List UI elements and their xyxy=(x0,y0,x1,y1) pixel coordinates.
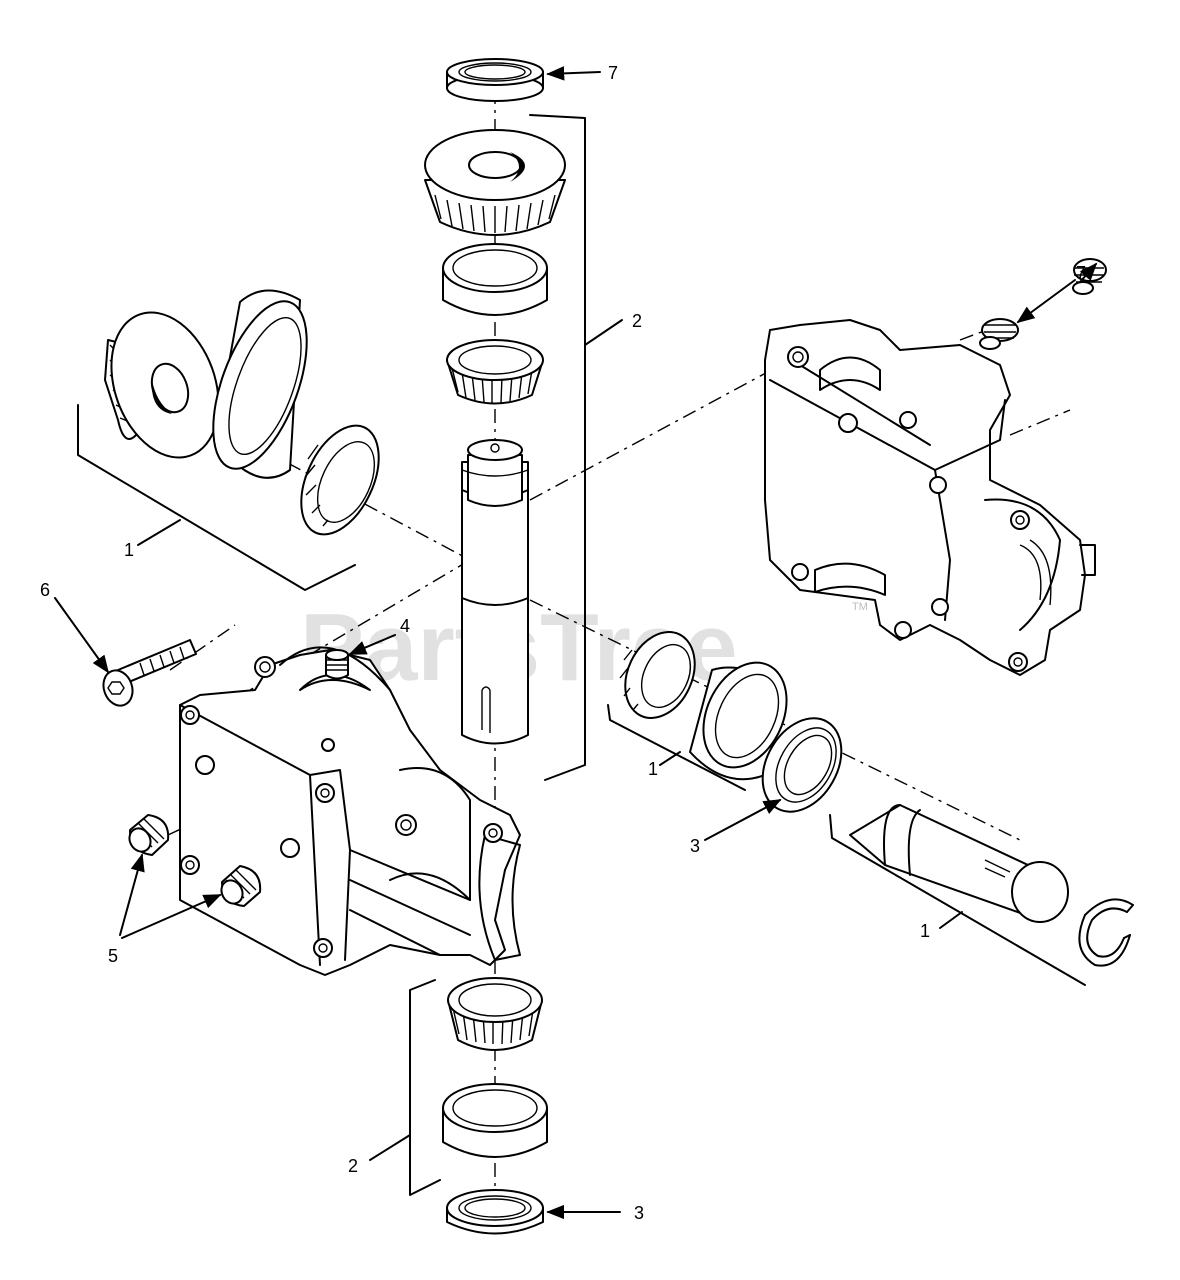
callout-7-right: 7 xyxy=(1076,263,1086,283)
top-bevel-gear xyxy=(424,129,566,236)
bottom-tapered-bearing xyxy=(447,977,543,1051)
callout-6: 6 xyxy=(40,580,50,600)
callout-5: 5 xyxy=(108,946,118,966)
left-tapered-bearing xyxy=(300,424,380,536)
callout-2-lower: 2 xyxy=(348,1156,358,1176)
retaining-ring xyxy=(1078,898,1134,967)
left-bevel-gear xyxy=(104,311,220,459)
mid-tapered-bearing xyxy=(619,631,696,719)
callout-1-right: 1 xyxy=(920,921,930,941)
callout-1-mid: 1 xyxy=(648,759,658,779)
pipe-plugs-5 xyxy=(128,814,262,907)
callout-1-left: 1 xyxy=(124,540,134,560)
vertical-shaft xyxy=(461,439,529,745)
right-housing xyxy=(764,319,1096,676)
bottom-spacer-ring xyxy=(442,1083,548,1158)
callout-3-bottom: 3 xyxy=(634,1203,644,1223)
left-housing xyxy=(179,646,521,976)
callout-4: 4 xyxy=(400,616,410,636)
mid-bearing-cup xyxy=(689,661,788,781)
top-spacer-ring xyxy=(442,243,548,316)
callout-labels: 7 2 7 1 6 4 1 3 5 1 2 3 xyxy=(40,63,1086,1223)
callout-2-upper: 2 xyxy=(632,311,642,331)
top-tapered-bearing xyxy=(446,339,544,405)
bracket-2-upper xyxy=(529,114,623,781)
left-bearing-cup xyxy=(212,289,308,479)
output-shaft xyxy=(849,804,1069,923)
callout-7-top: 7 xyxy=(608,63,618,83)
bottom-oil-seal xyxy=(446,1189,544,1235)
bracket-1-right xyxy=(829,814,1086,986)
set-screw-4 xyxy=(325,649,349,680)
top-oil-seal xyxy=(446,58,544,102)
callout-3-mid: 3 xyxy=(690,836,700,856)
bracket-2-lower xyxy=(369,979,441,1196)
cap-screw xyxy=(102,639,197,707)
leader-arrows xyxy=(54,66,1098,1220)
watermark-trademark: TM xyxy=(852,601,868,613)
bracket-1-left xyxy=(77,404,356,591)
bracket-1-mid xyxy=(607,704,746,791)
